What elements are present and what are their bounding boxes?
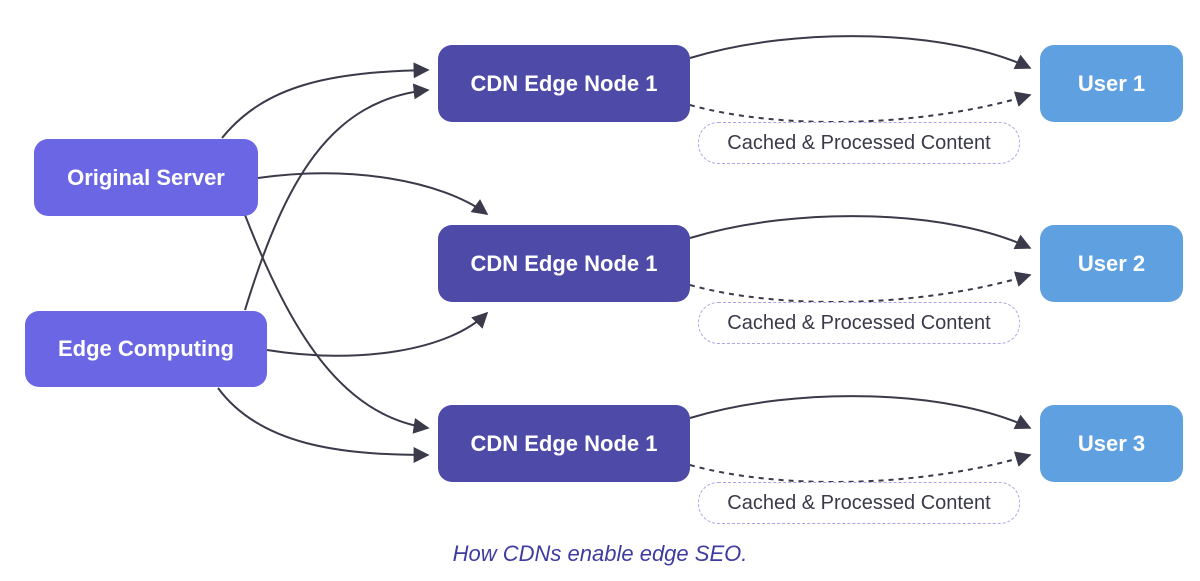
user-2-node: User 2 [1040, 225, 1183, 302]
edge-computing-node: Edge Computing [25, 311, 267, 387]
arrow-node3-to-user3 [689, 395, 1032, 430]
original-server-node: Original Server [34, 139, 258, 216]
cdn-edge-node-1: CDN Edge Node 1 [438, 45, 690, 122]
arrow-edgecomp-to-node1 [244, 83, 430, 311]
cdn-node-label: CDN Edge Node 1 [470, 70, 658, 96]
figure-caption: How CDNs enable edge SEO. [452, 541, 748, 566]
user-3-node: User 3 [1040, 405, 1183, 482]
edge-computing-label: Edge Computing [58, 336, 234, 361]
arrow-edgecomp-to-node2 [266, 311, 489, 357]
cached-content-label-2: Cached & Processed Content [698, 302, 1020, 344]
arrow-edgecomp-to-node3 [217, 387, 430, 463]
cached-content-label-1: Cached & Processed Content [698, 122, 1020, 164]
dashed-node1-to-user1 [689, 91, 1032, 123]
cdn-edge-node-3: CDN Edge Node 1 [438, 405, 690, 482]
cdn-node-label: CDN Edge Node 1 [470, 250, 658, 276]
arrow-node2-to-user2 [689, 215, 1032, 250]
cdn-node-label: CDN Edge Node 1 [470, 430, 658, 456]
cached-content-label-3: Cached & Processed Content [698, 482, 1020, 524]
user-label: User 3 [1077, 430, 1146, 456]
arrow-server-to-node1 [221, 62, 430, 139]
user-1-node: User 1 [1040, 45, 1183, 122]
arrow-server-to-node3 [244, 214, 430, 434]
arrow-server-to-node2 [257, 172, 489, 215]
user-label: User 2 [1077, 250, 1146, 276]
cdn-edge-node-2: CDN Edge Node 1 [438, 225, 690, 302]
user-label: User 1 [1077, 70, 1146, 96]
original-server-label: Original Server [67, 164, 225, 190]
dashed-node3-to-user3 [689, 451, 1032, 483]
dashed-node2-to-user2 [689, 271, 1032, 303]
arrow-node1-to-user1 [689, 35, 1032, 70]
